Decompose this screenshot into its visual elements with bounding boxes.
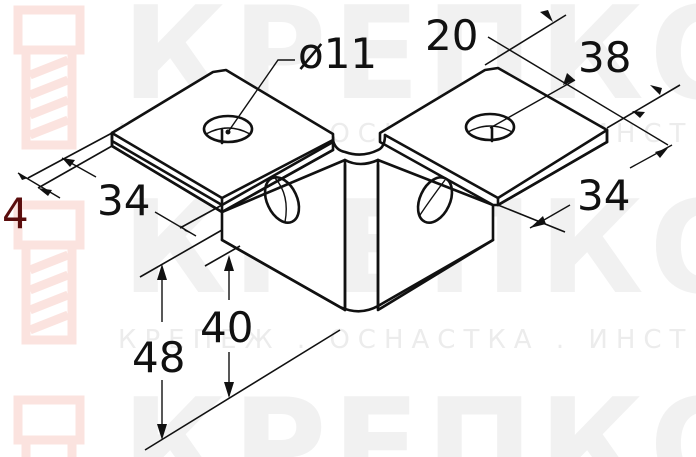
arrow-icon [650,85,662,95]
watermark-brand: КРЕПКОМ [122,372,696,457]
ext-line-4-a [27,132,113,179]
right-hole-inner [467,125,513,133]
diameter-leader [227,59,295,133]
leader-dot-icon [225,129,231,135]
right-flange-front-edge [496,128,609,200]
ext-line-base [144,329,341,451]
dim-label-total-height: 48 [132,333,185,382]
channel-bend [331,133,387,156]
screw-logo-icon [13,5,85,150]
ext-line-40-top [204,245,241,267]
arrow-icon [563,73,575,85]
dim-label-thickness: 4 [2,189,29,238]
dim-label-flange-length-left: 34 [97,176,150,225]
arrow-icon [18,173,28,180]
screw-logo-icon [13,395,85,457]
dim-label-inner-height: 40 [200,303,253,352]
right-flange-lower-edge [496,140,609,207]
left-hole-inner [205,127,251,135]
arrow-icon [632,111,645,118]
arrow-icon [540,10,553,22]
arrow-icon [655,148,668,158]
dimension-lines [17,10,681,451]
dim-line-34-right-b [629,144,673,169]
ext-line-4-b [37,145,113,189]
right-flange-inner-edge [383,133,500,200]
dim-label-hole-offset: 20 [425,11,478,60]
arrow-icon [38,188,52,196]
right-side-hole-inner [419,179,446,216]
ext-line-34-left [179,204,223,229]
ext-line-38 [606,84,681,129]
screw-logo-icon [13,200,85,345]
dim-line-38 [487,36,669,146]
dimension-labels: ø11 20 38 34 34 4 40 48 [2,11,631,382]
watermark-tagline: КРЕПЕЖ . ОСНАСТКА . ИНСТРУМЕНТ [118,325,696,355]
channel-top-curve [343,158,380,166]
left-side-hole [263,176,301,224]
left-flange-front-edge [110,131,224,200]
right-hole [464,112,516,142]
arrow-icon [530,216,546,228]
hole-offset-leader [489,79,576,129]
left-side-hole-inner [274,177,287,223]
arrow-icon [224,382,234,398]
dim-label-hole-diameter: ø11 [298,29,377,78]
left-flange-bottom [110,144,224,214]
ext-line-48-top [139,229,223,278]
right-side-hole [416,176,454,224]
arrow-icon [157,264,167,280]
arrow-icon [62,158,75,167]
arrow-icon [157,424,167,440]
ext-line-34-right [497,204,566,233]
dim-label-flange-width: 38 [578,33,631,82]
arrow-icon [224,255,234,271]
bracket-part [110,66,609,313]
left-hole [202,114,254,144]
left-flange-inner-edge [220,138,335,200]
ext-line-20 [484,14,567,66]
dim-label-flange-length-right: 34 [577,171,630,220]
